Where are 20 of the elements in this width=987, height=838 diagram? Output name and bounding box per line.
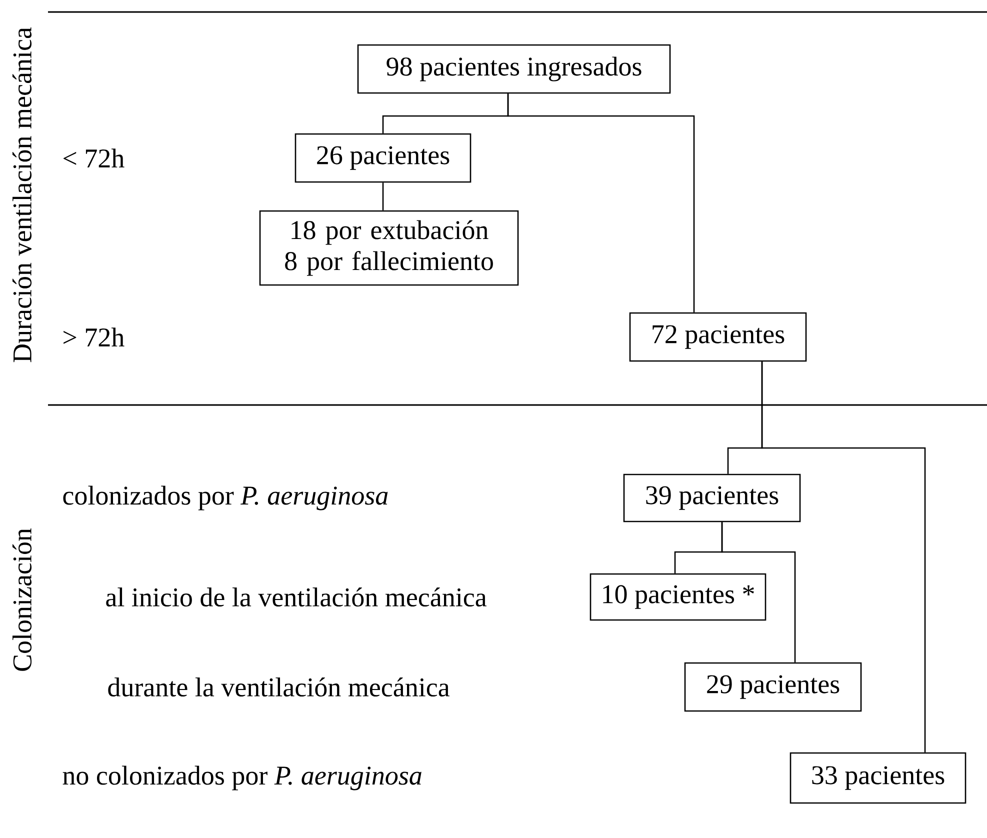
row-label: < 72h [64, 148, 124, 168]
count-box: 26 pacientes [294, 133, 472, 183]
count-box: 98 pacientes ingresados [357, 44, 671, 94]
row-label: al inicio de la ventilación mecánica [106, 588, 486, 607]
connector-line [761, 362, 926, 752]
count-box: 29 pacientes [684, 662, 862, 712]
connector-line [721, 522, 796, 662]
count-box: 39 pacientes [623, 474, 801, 522]
row-label: durante la ventilación mecánica [108, 678, 450, 697]
connector-line [507, 94, 695, 312]
count-box: 72 pacientes [629, 312, 807, 362]
count-box: 33 pacientes [790, 752, 966, 804]
count-box: 18 por extubación 8 por fallecimiento [259, 210, 519, 286]
axis-label: Duración ventilación mecánica [12, 27, 32, 362]
row-label: colonizados por P. aeruginosa [63, 486, 388, 510]
connector-line [382, 182, 384, 210]
axis-label: Colonización [12, 528, 32, 671]
row-label: no colonizados por P. aeruginosa [62, 766, 422, 790]
count-box: 10 pacientes * [590, 573, 766, 621]
row-label: > 72h [64, 328, 124, 346]
